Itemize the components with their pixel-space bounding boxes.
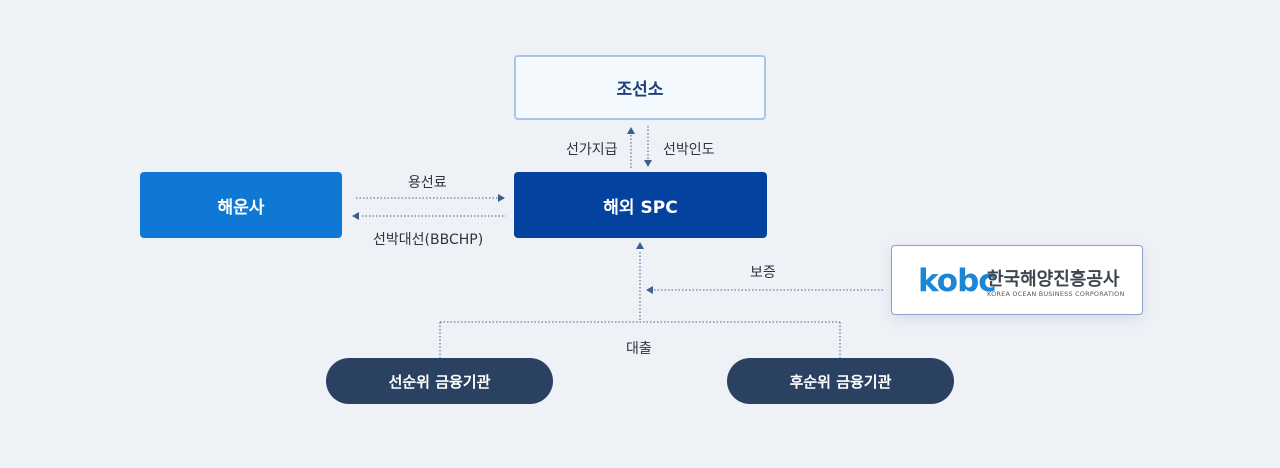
senior-lender-node: 선순위 금융기관 — [326, 358, 553, 404]
loan-arrowhead — [636, 242, 644, 249]
ship-delivery-label: 선박인도 — [663, 142, 715, 158]
shipyard-node: 조선소 — [514, 55, 766, 120]
overseas-spc-node: 해외 SPC — [514, 172, 767, 238]
kobc-logo-icon: kobc — [918, 263, 997, 299]
junior-lender-node: 후순위 금융기관 — [727, 358, 954, 404]
kobc-name-en: KOREA OCEAN BUSINESS CORPORATION — [987, 290, 1125, 298]
guarantee-arrowhead — [646, 286, 653, 294]
guarantee-label: 보증 — [750, 265, 776, 281]
charter-fee-arrowhead — [498, 194, 505, 202]
kobc-node: kobc 한국해양진흥공사 KOREA OCEAN BUSINESS CORPO… — [891, 245, 1143, 315]
delivery-arrowhead — [644, 160, 652, 167]
charter-fee-label: 용선료 — [408, 175, 447, 191]
bareboat-charter-label: 선박대선(BBCHP) — [373, 232, 484, 248]
loan-label: 대출 — [626, 341, 652, 357]
shipping-company-node: 해운사 — [140, 172, 342, 238]
bareboat-arrowhead — [352, 212, 359, 220]
pre-payment-label: 선가지급 — [566, 142, 618, 158]
kobc-name-ko: 한국해양진흥공사 — [987, 269, 1120, 290]
pre-payment-arrowhead — [627, 127, 635, 134]
